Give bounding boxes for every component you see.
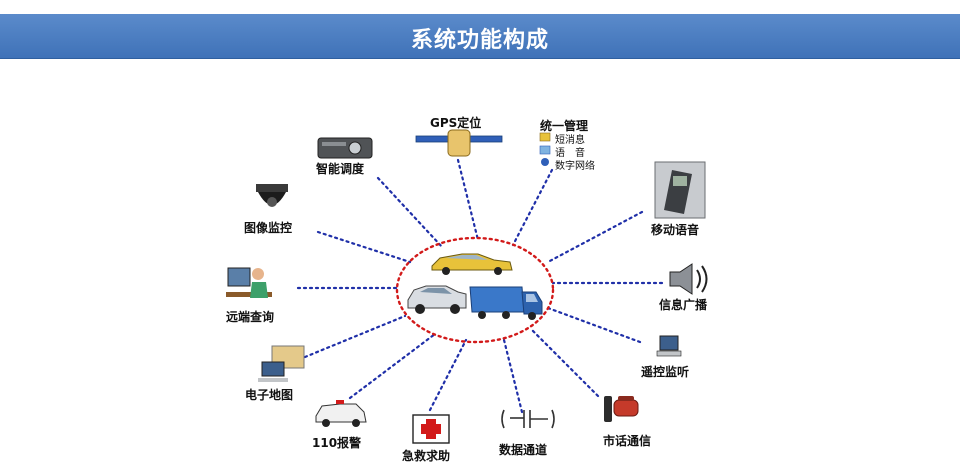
label-image-monitor: 图像监控 (244, 221, 293, 235)
label-dispatch: 智能调度 (316, 162, 365, 176)
label-mobile-voice: 移动语音 (651, 223, 700, 237)
first-aid-icon (412, 414, 450, 444)
line-phone (530, 328, 600, 398)
line-gps (456, 158, 480, 242)
label-phone: 市话通信 (603, 434, 652, 448)
satellite-icon (415, 129, 503, 157)
phone-icon (604, 396, 639, 422)
label-broadcast: 信息广播 (659, 298, 708, 312)
map-computer-icon (258, 345, 305, 382)
label-unified: 统一管理 (540, 119, 589, 133)
truck-icon (469, 286, 543, 320)
police-car-icon (315, 400, 367, 427)
line-unified (511, 168, 554, 247)
mobile-terminal-icon (654, 161, 706, 219)
line-emergency (428, 338, 468, 412)
network-icon (541, 158, 549, 166)
sedan-icon (407, 285, 467, 314)
line-remote (546, 306, 642, 344)
line-dispatch (376, 176, 445, 250)
connector-lines (296, 158, 664, 414)
line-data (502, 338, 524, 414)
sublabel-voice: 语 音 (555, 148, 585, 159)
taxi-icon (431, 253, 513, 275)
camera-icon (256, 184, 288, 207)
line-police (348, 332, 437, 400)
voice-icon (539, 145, 551, 155)
label-remote-monitor: 遥控监听 (641, 365, 690, 379)
label-remote-query: 远端查询 (226, 310, 275, 324)
header-banner: 系统功能构成 (0, 14, 960, 59)
speaker-icon (669, 263, 708, 295)
label-gps: GPS定位 (430, 116, 482, 130)
sms-icon (539, 132, 551, 142)
line-emap (303, 314, 407, 359)
center-ellipse (395, 236, 555, 344)
label-emergency: 急救求助 (402, 449, 451, 463)
line-image (316, 230, 412, 264)
plug-icon (501, 409, 555, 429)
label-police: 110报警 (312, 436, 362, 450)
label-e-map: 电子地图 (245, 388, 294, 402)
sublabel-sms: 短消息 (555, 135, 585, 146)
page-title: 系统功能构成 (410, 28, 549, 53)
line-mobile (546, 210, 644, 264)
desktop-computer-icon (656, 335, 682, 357)
sublabel-network: 数字网络 (555, 161, 595, 172)
projector-icon (317, 137, 373, 159)
label-data-channel: 数据通道 (499, 443, 548, 457)
person-computer-icon (226, 267, 272, 298)
